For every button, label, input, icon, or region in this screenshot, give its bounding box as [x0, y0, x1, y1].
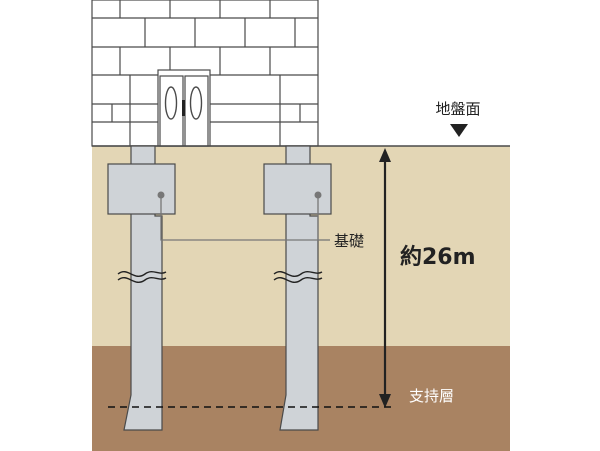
arrowhead-up-icon — [379, 148, 391, 162]
bearing-layer-label: 支持層 — [409, 387, 454, 405]
pile-break-left-icon — [117, 271, 167, 283]
arrowhead-down-icon — [379, 394, 391, 408]
foundation-leader-line — [160, 198, 318, 241]
ground-surface-marker-icon — [450, 124, 468, 137]
ground-surface-label: 地盤面 — [435, 100, 480, 118]
foundation-point-right — [314, 191, 322, 199]
depth-dimension-arrow — [379, 148, 391, 408]
door-handle — [182, 100, 185, 116]
foundation-block-right — [263, 163, 332, 215]
door-window-right — [189, 86, 203, 120]
building — [91, 0, 319, 147]
pile-right — [263, 145, 332, 431]
pile-break-right-icon — [273, 271, 323, 283]
foundation-point-left — [157, 191, 165, 199]
door-window-left — [164, 86, 178, 120]
pile-left — [107, 145, 176, 431]
foundation-block-left — [107, 163, 176, 215]
depth-label: 約26m — [400, 244, 476, 270]
foundation-label: 基礎 — [334, 232, 364, 250]
